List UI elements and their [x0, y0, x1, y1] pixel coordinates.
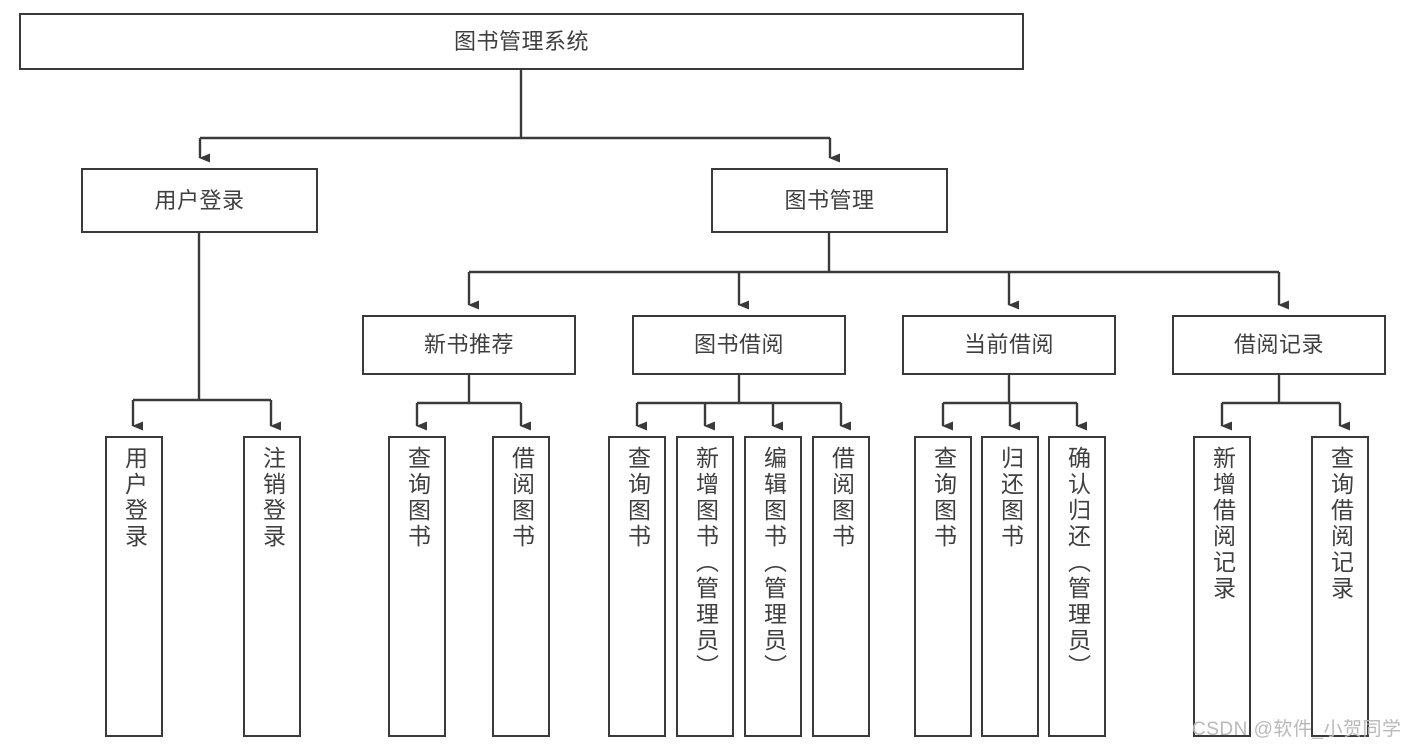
leaf-user-login-login[interactable]: 用户登录	[105, 436, 163, 737]
leaf-book-borrow-query-book-label: 查询图书	[624, 446, 651, 550]
leaf-book-borrow-borrow-book[interactable]: 借阅图书	[812, 436, 870, 737]
leaf-new-book-query-book-label: 查询图书	[404, 446, 431, 550]
leaf-book-borrow-borrow-book-label: 借阅图书	[828, 446, 855, 550]
leaf-current-borrow-return-book-label: 归还图书	[997, 446, 1024, 550]
node-new-book-recommend[interactable]: 新书推荐	[362, 315, 576, 375]
node-new-book-recommend-label: 新书推荐	[423, 332, 514, 358]
leaf-current-borrow-confirm-return-label: 确认归还（管理员）	[1064, 446, 1091, 680]
node-book-borrow[interactable]: 图书借阅	[632, 315, 846, 375]
leaf-current-borrow-query-book[interactable]: 查询图书	[914, 436, 972, 737]
node-user-login[interactable]: 用户登录	[81, 168, 318, 233]
leaf-new-book-borrow-book[interactable]: 借阅图书	[492, 436, 550, 737]
node-current-borrow[interactable]: 当前借阅	[902, 315, 1116, 375]
leaf-borrow-record-add-record-label: 新增借阅记录	[1209, 446, 1236, 602]
node-root-label: 图书管理系统	[453, 28, 589, 54]
leaf-borrow-record-query-record-label: 查询借阅记录	[1327, 446, 1354, 602]
node-current-borrow-label: 当前借阅	[963, 332, 1054, 358]
leaf-book-borrow-edit-book-label: 编辑图书（管理员）	[760, 446, 787, 680]
node-borrow-record[interactable]: 借阅记录	[1172, 315, 1386, 375]
leaf-current-borrow-query-book-label: 查询图书	[930, 446, 957, 550]
node-borrow-record-label: 借阅记录	[1233, 332, 1324, 358]
leaf-user-login-logout-label: 注销登录	[259, 446, 286, 550]
node-book-management[interactable]: 图书管理	[711, 168, 948, 233]
leaf-current-borrow-confirm-return[interactable]: 确认归还（管理员）	[1048, 436, 1106, 737]
leaf-book-borrow-query-book[interactable]: 查询图书	[608, 436, 666, 737]
leaf-book-borrow-add-book[interactable]: 新增图书（管理员）	[676, 436, 734, 737]
leaf-user-login-login-label: 用户登录	[121, 446, 148, 550]
leaf-new-book-borrow-book-label: 借阅图书	[508, 446, 535, 550]
leaf-user-login-logout[interactable]: 注销登录	[243, 436, 301, 737]
leaf-current-borrow-return-book[interactable]: 归还图书	[981, 436, 1039, 737]
leaf-borrow-record-query-record[interactable]: 查询借阅记录	[1311, 436, 1369, 737]
leaf-borrow-record-add-record[interactable]: 新增借阅记录	[1193, 436, 1251, 737]
leaf-book-borrow-edit-book[interactable]: 编辑图书（管理员）	[744, 436, 802, 737]
leaf-book-borrow-add-book-label: 新增图书（管理员）	[692, 446, 719, 680]
node-book-management-label: 图书管理	[784, 187, 875, 213]
node-book-borrow-label: 图书借阅	[693, 332, 784, 358]
node-user-login-label: 用户登录	[154, 187, 245, 213]
leaf-new-book-query-book[interactable]: 查询图书	[388, 436, 446, 737]
node-root-book-management-system[interactable]: 图书管理系统	[19, 13, 1024, 70]
